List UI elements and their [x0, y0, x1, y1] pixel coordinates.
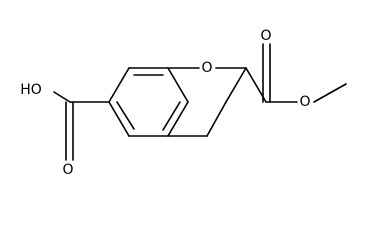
bond-ring-left-lower-inner: [116, 101, 135, 130]
atom-labels: O O O HO O: [20, 28, 310, 178]
atom-label-hydroxyl: HO: [20, 82, 42, 98]
bond-ring-right-lower: [167, 101, 189, 137]
bond-ring-left-lower: [108, 101, 130, 137]
bond-ester-oxygen-methyl: [313, 83, 347, 103]
bond-lines: [53, 43, 347, 161]
bond-acid-oh: [53, 91, 71, 103]
bond-ring-left-upper: [108, 67, 130, 103]
bond-ring-right-lower-inner: [162, 101, 181, 131]
atom-label-acid-carbonyl-oxygen: O: [62, 162, 73, 178]
atom-label-ester-carbonyl-oxygen: O: [260, 28, 271, 44]
bond-ring-right-upper: [167, 67, 189, 103]
atom-label-ester-oxygen: O: [299, 94, 310, 110]
bond-c2-c3: [225, 67, 247, 103]
atom-label-ring-oxygen: O: [201, 60, 212, 76]
chemical-structure-diagram: O O O HO O: [20, 28, 347, 178]
bond-c3-c4: [206, 101, 227, 137]
